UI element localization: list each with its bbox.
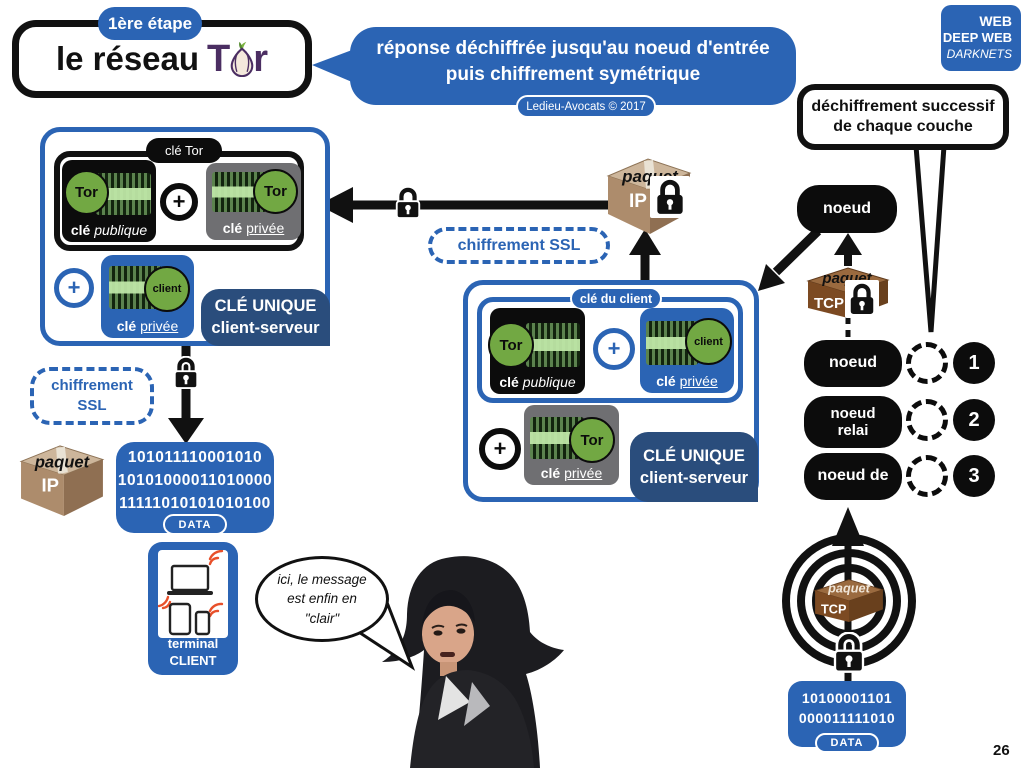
page-number: 26 <box>993 742 1010 759</box>
devices-panel <box>157 549 228 638</box>
callout-tail <box>913 143 947 333</box>
ssl-encryption-label: chiffrement SSL <box>428 227 610 264</box>
entry-node-pill: noeud <box>797 185 897 233</box>
callout-line1: déchiffrement successif <box>811 98 995 115</box>
page-title: le réseau <box>55 40 200 77</box>
packet-name: paquet <box>34 452 91 471</box>
tor-owner-badge: Tor <box>488 322 534 368</box>
packet-proto: IP <box>629 191 647 212</box>
node-pill-1: noeud <box>804 340 902 387</box>
packet-proto: IP <box>42 475 60 496</box>
packet-proto: TCP <box>821 602 847 617</box>
key-label: clé privée <box>656 373 718 389</box>
packet-name: paquet <box>827 580 870 595</box>
client-private-key-card: client clé privée <box>101 255 194 338</box>
client-private-key-card: client clé privée <box>640 308 734 393</box>
step-number-3: 3 <box>953 455 995 497</box>
woman-character <box>382 556 564 768</box>
arrow-down-left <box>168 418 204 444</box>
unique-key-box: CLÉ UNIQUE client-serveur <box>630 432 758 502</box>
padlock-icon <box>830 631 868 674</box>
key-code-texture <box>526 323 580 367</box>
arrow-left-head <box>318 187 353 223</box>
ip-packet-box: paquet IP <box>19 445 105 517</box>
client-owner-badge: client <box>685 318 732 365</box>
key-label: clé publique <box>70 222 148 238</box>
decrypt-callout: déchiffrement successif de chaque couche <box>797 84 1009 150</box>
padlock-icon <box>171 355 201 390</box>
tor-public-key-card: Tor clé publique <box>62 160 156 242</box>
ssl-encryption-label: chiffrement SSL <box>30 367 154 425</box>
plus-icon: + <box>593 328 635 370</box>
web-layers-badge: WEB DEEP WEB DARKNETS <box>941 5 1021 71</box>
bangs <box>422 590 475 626</box>
headline-bubble: réponse déchiffrée jusqu'au noeud d'entr… <box>350 27 796 105</box>
tor-owner-badge: Tor <box>64 170 109 215</box>
client-key-box-label: clé du client <box>570 287 662 310</box>
step-badge: 1ère étape <box>98 7 202 40</box>
tor-key-box-label: clé Tor <box>146 138 222 163</box>
tor-private-key-card: Tor clé privée <box>524 405 619 485</box>
headline-line1: réponse déchiffrée jusqu'au noeud d'entr… <box>376 38 770 60</box>
unique-key-box: CLÉ UNIQUE client-serveur <box>201 289 330 346</box>
tor-public-key-card: Tor clé publique <box>488 308 585 394</box>
deep-web-label: DEEP WEB <box>942 30 1012 46</box>
terminal-label: terminal CLIENT <box>167 636 219 669</box>
key-label: clé privée <box>540 465 603 481</box>
lapel <box>438 676 470 720</box>
onion-icon <box>230 41 254 77</box>
plus-icon: + <box>160 183 198 221</box>
credit-pill: Ledieu-Avocats © 2017 <box>516 95 656 118</box>
plus-icon: + <box>479 428 521 470</box>
tor-owner-badge: Tor <box>569 417 615 463</box>
tor-private-key-card: Tor clé privée <box>206 163 301 240</box>
data-label-pill: DATA <box>815 733 879 753</box>
padlock-icon <box>845 280 879 318</box>
arrow-diagonal <box>758 264 785 291</box>
devices-icon <box>157 549 224 636</box>
headline-line2: puis chiffrement symétrique <box>445 64 701 85</box>
tor-owner-badge: Tor <box>253 169 298 214</box>
callout-line2: de chaque couche <box>833 118 973 135</box>
node-pill-3: noeud de <box>804 453 902 500</box>
step-number-1: 1 <box>953 342 995 384</box>
onion-layer-circle-3 <box>906 455 948 497</box>
padlock-icon <box>393 185 423 220</box>
lapel <box>464 682 490 726</box>
plus-icon: + <box>54 268 94 308</box>
tor-logo-r: r <box>253 37 269 80</box>
client-owner-badge: client <box>144 266 190 312</box>
darknets-label: DARKNETS <box>946 47 1012 62</box>
data-label-pill: DATA <box>163 514 227 535</box>
step-number-2: 2 <box>953 399 995 441</box>
arrow-up-exit-node <box>832 507 864 546</box>
onion-layer-circle-1 <box>906 342 948 384</box>
face <box>422 604 474 664</box>
tcp-packet-box: paquet TCP <box>813 579 885 623</box>
packet-proto: TCP <box>814 295 844 312</box>
tor-logo-t: T <box>207 37 231 80</box>
client-terminal-box: terminal CLIENT <box>148 542 238 675</box>
speech-bubble: ici, le message est enfin en "clair" <box>255 556 389 642</box>
arrow-up-node <box>834 233 862 255</box>
key-label: clé publique <box>499 374 576 390</box>
web-label: WEB <box>979 13 1012 29</box>
arrow-up-center <box>629 229 661 255</box>
key-label: clé privée <box>116 318 179 334</box>
headline-tail <box>312 50 352 82</box>
node-pill-2: noeud relai <box>804 396 902 448</box>
padlock-icon <box>650 176 690 218</box>
onion-layer-circle-2 <box>906 399 948 441</box>
key-label: clé privée <box>222 220 285 236</box>
